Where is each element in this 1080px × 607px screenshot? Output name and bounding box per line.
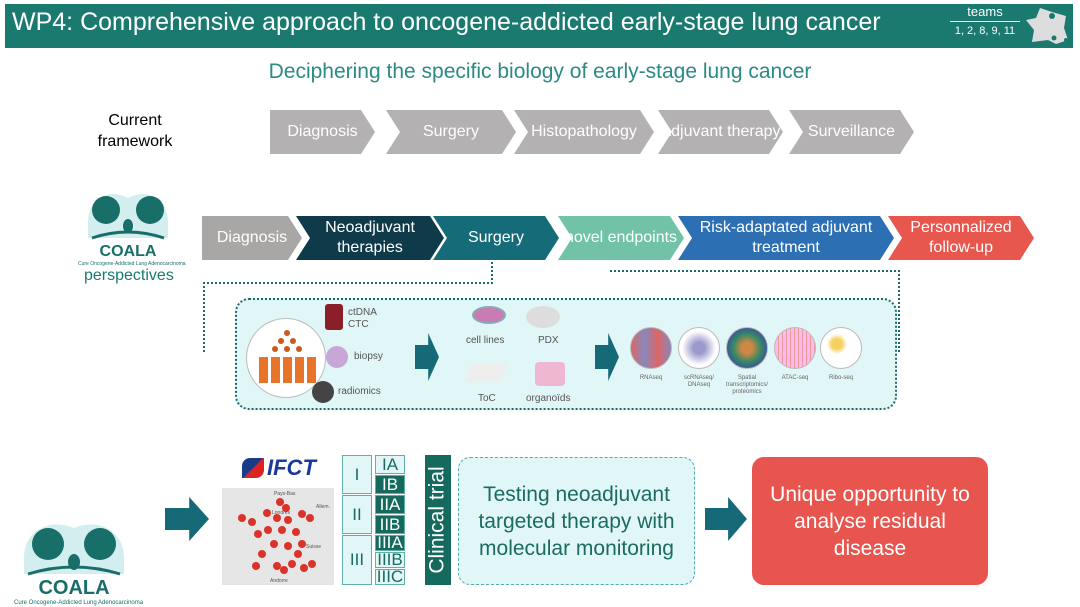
persp-step-followup: Personnalized follow-up (888, 216, 1034, 260)
model-organoids: organoïds (526, 393, 571, 404)
toc-chip-icon (464, 364, 508, 382)
patients-icon (246, 318, 326, 398)
stage-iia: IIA (375, 495, 405, 514)
coala-logo: COALA Cure Oncogene-Addicted Lung Adenoc… (78, 178, 186, 267)
connector-endpoints (610, 270, 900, 352)
omics-scrnaseq: scRNAseq/ DNAseq (683, 375, 714, 388)
omics-rnaseq: RNAseq (639, 375, 663, 381)
map-label: Suisse (306, 544, 322, 550)
map-label: Andorre (270, 578, 288, 584)
testing-box: Testing neoadjuvant targeted therapy wit… (458, 457, 695, 585)
slide-title: WP4: Comprehensive approach to oncogene-… (12, 8, 881, 36)
sample-radiomics: radiomics (338, 386, 381, 397)
pdx-mouse-icon (526, 306, 560, 328)
stage-iiia: IIIA (375, 533, 405, 552)
omics-spatial: Spatial transcriptomics/ proteomics (725, 375, 768, 395)
map-label: Londres (272, 510, 291, 516)
biopsy-icon (326, 346, 348, 368)
spatial-icon (726, 327, 768, 369)
coala-logo-bottom: COALA Cure Oncogene-Addicted Lung Adenoc… (14, 508, 144, 606)
current-step-histopathology: Histopathology (514, 110, 654, 154)
ifct-logo: IFCT (242, 455, 326, 481)
ifct-centers-map: Pays-Bas Allem. Londres Suisse Andorre (222, 488, 334, 585)
current-framework-label: Current framework (97, 112, 173, 150)
stage-iiic: IIIC (375, 567, 405, 586)
connector-surgery (203, 282, 493, 352)
coala-name: COALA (38, 577, 110, 599)
clinical-trial-banner: Clinical trial (425, 455, 451, 585)
persp-step-novel-endpoints: novel endpoints (558, 216, 684, 260)
clinical-trial-label: Clinical trial (426, 466, 450, 574)
subtitle: Deciphering the specific biology of earl… (268, 60, 812, 83)
stage-iiib: IIIB (375, 550, 405, 569)
cell-lines-icon (472, 306, 506, 324)
omics-atacseq: ATAC-seq (781, 375, 809, 381)
stage-ib: IB (375, 475, 405, 494)
persp-step-neoadjuvant: Neoadjuvant therapies (296, 216, 444, 260)
map-label: Allem. (316, 504, 330, 510)
omics-riboseq: Ribo-seq (828, 375, 853, 381)
coala-koala-icon (24, 508, 124, 576)
stage-group-i: I (342, 455, 372, 494)
coala-koala-icon (88, 178, 168, 240)
teams-heading: teams (950, 4, 1020, 22)
radiomics-icon (312, 381, 334, 403)
blood-tube-icon (325, 304, 343, 330)
stage-ia: IA (375, 455, 405, 474)
persp-step-surgery: Surgery (433, 216, 559, 260)
persp-step-risk-adapted: Risk-adaptated adjuvant treatment (678, 216, 894, 260)
teams-label: teams 1, 2, 8, 9, 11 (950, 4, 1020, 37)
model-toc: ToC (478, 393, 496, 404)
header-bar (5, 4, 1073, 48)
france-map-icon (1026, 8, 1068, 44)
arrow-icon (705, 497, 747, 541)
current-step-adjuvant: Adjuvant therapy (658, 110, 783, 154)
sample-ctdna: ctDNA CTC (348, 307, 377, 330)
current-step-surgery: Surgery (386, 110, 516, 154)
model-pdx: PDX (538, 335, 559, 346)
connector-surgery-up (491, 262, 493, 284)
atacseq-icon (774, 327, 816, 369)
opportunity-box: Unique opportunity to analyse residual d… (752, 457, 988, 585)
arrow-icon (165, 497, 209, 541)
coala-name: COALA (99, 243, 157, 260)
current-step-diagnosis: Diagnosis (270, 110, 375, 154)
coala-tagline: Cure Oncogene-Addicted Lung Adenocarcino… (78, 261, 186, 267)
stage-group-iii: III (342, 535, 372, 585)
organoids-icon (535, 362, 565, 386)
model-cell-lines: cell lines (466, 335, 505, 346)
riboseq-icon (820, 327, 862, 369)
sample-biopsy: biopsy (354, 351, 383, 362)
stage-group-ii: II (342, 495, 372, 534)
stage-iib: IIB (375, 515, 405, 534)
coala-tagline: Cure Oncogene-Addicted Lung Adenocarcino… (14, 600, 144, 606)
perspectives-label: perspectives (84, 267, 174, 284)
current-step-surveillance: Surveillance (789, 110, 914, 154)
scrnaseq-icon (678, 327, 720, 369)
rnaseq-icon (630, 327, 672, 369)
teams-numbers: 1, 2, 8, 9, 11 (954, 25, 1016, 37)
map-label: Pays-Bas (274, 491, 296, 497)
persp-step-diagnosis: Diagnosis (202, 216, 302, 260)
